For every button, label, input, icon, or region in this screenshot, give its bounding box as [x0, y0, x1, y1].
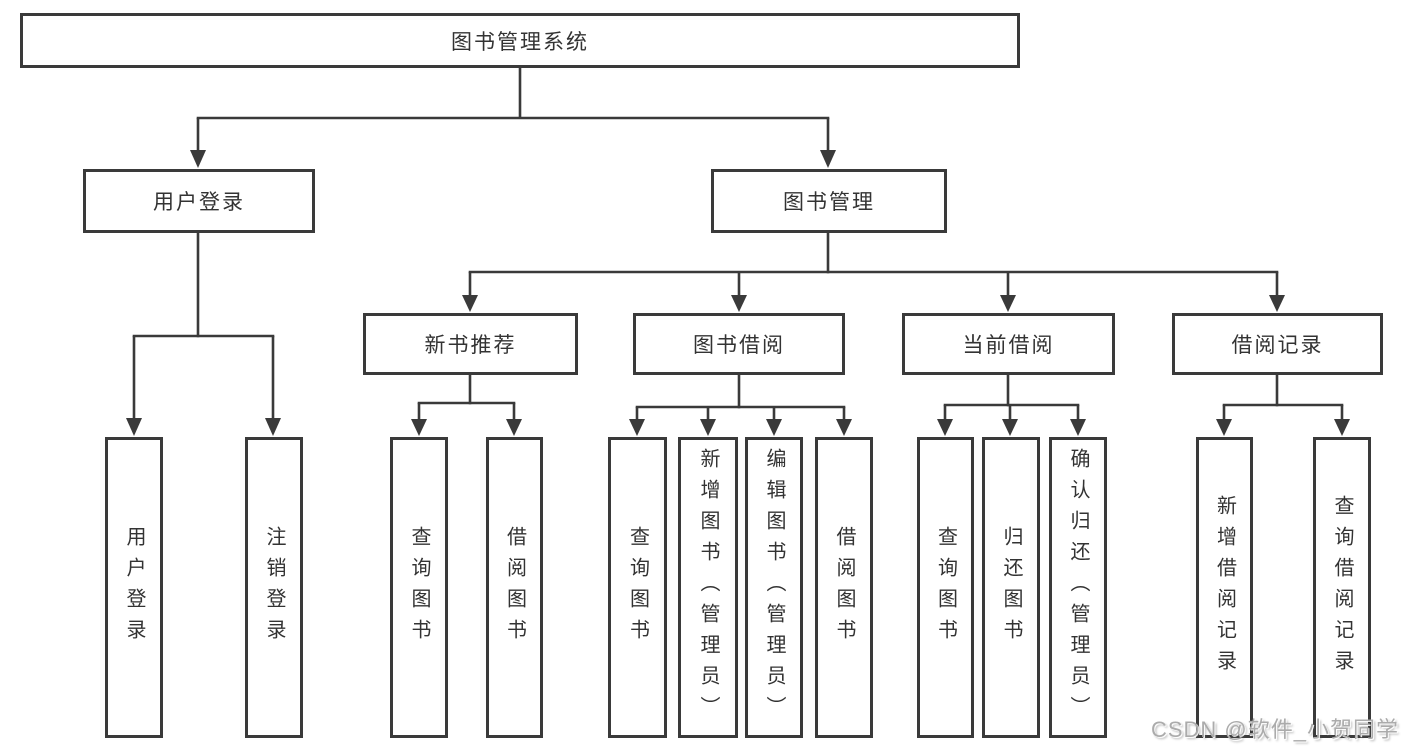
leaf-confirm-return-admin: 确认归还（管理员）	[1049, 437, 1107, 738]
leaf-query-books: 查询图书	[608, 437, 667, 738]
node-book-borrow: 图书借阅	[633, 313, 845, 375]
leaf-add-borrow-record: 新增借阅记录	[1196, 437, 1253, 738]
leaf-logout: 注销登录	[245, 437, 303, 738]
leaf-borrow-books: 借阅图书	[486, 437, 543, 738]
leaf-query-books: 查询图书	[917, 437, 974, 738]
node-root-system: 图书管理系统	[20, 13, 1020, 68]
leaf-edit-books-admin: 编辑图书（管理员）	[745, 437, 803, 738]
leaf-query-borrow-record: 查询借阅记录	[1313, 437, 1371, 738]
leaf-return-books: 归还图书	[982, 437, 1040, 738]
leaf-add-books-admin: 新增图书（管理员）	[678, 437, 738, 738]
node-current-borrow: 当前借阅	[902, 313, 1115, 375]
node-book-management: 图书管理	[711, 169, 947, 233]
node-user-login: 用户登录	[83, 169, 315, 233]
node-new-book-recommend: 新书推荐	[363, 313, 578, 375]
leaf-borrow-books: 借阅图书	[815, 437, 873, 738]
leaf-user-login: 用户登录	[105, 437, 163, 738]
node-borrow-records: 借阅记录	[1172, 313, 1383, 375]
leaf-query-books: 查询图书	[390, 437, 448, 738]
